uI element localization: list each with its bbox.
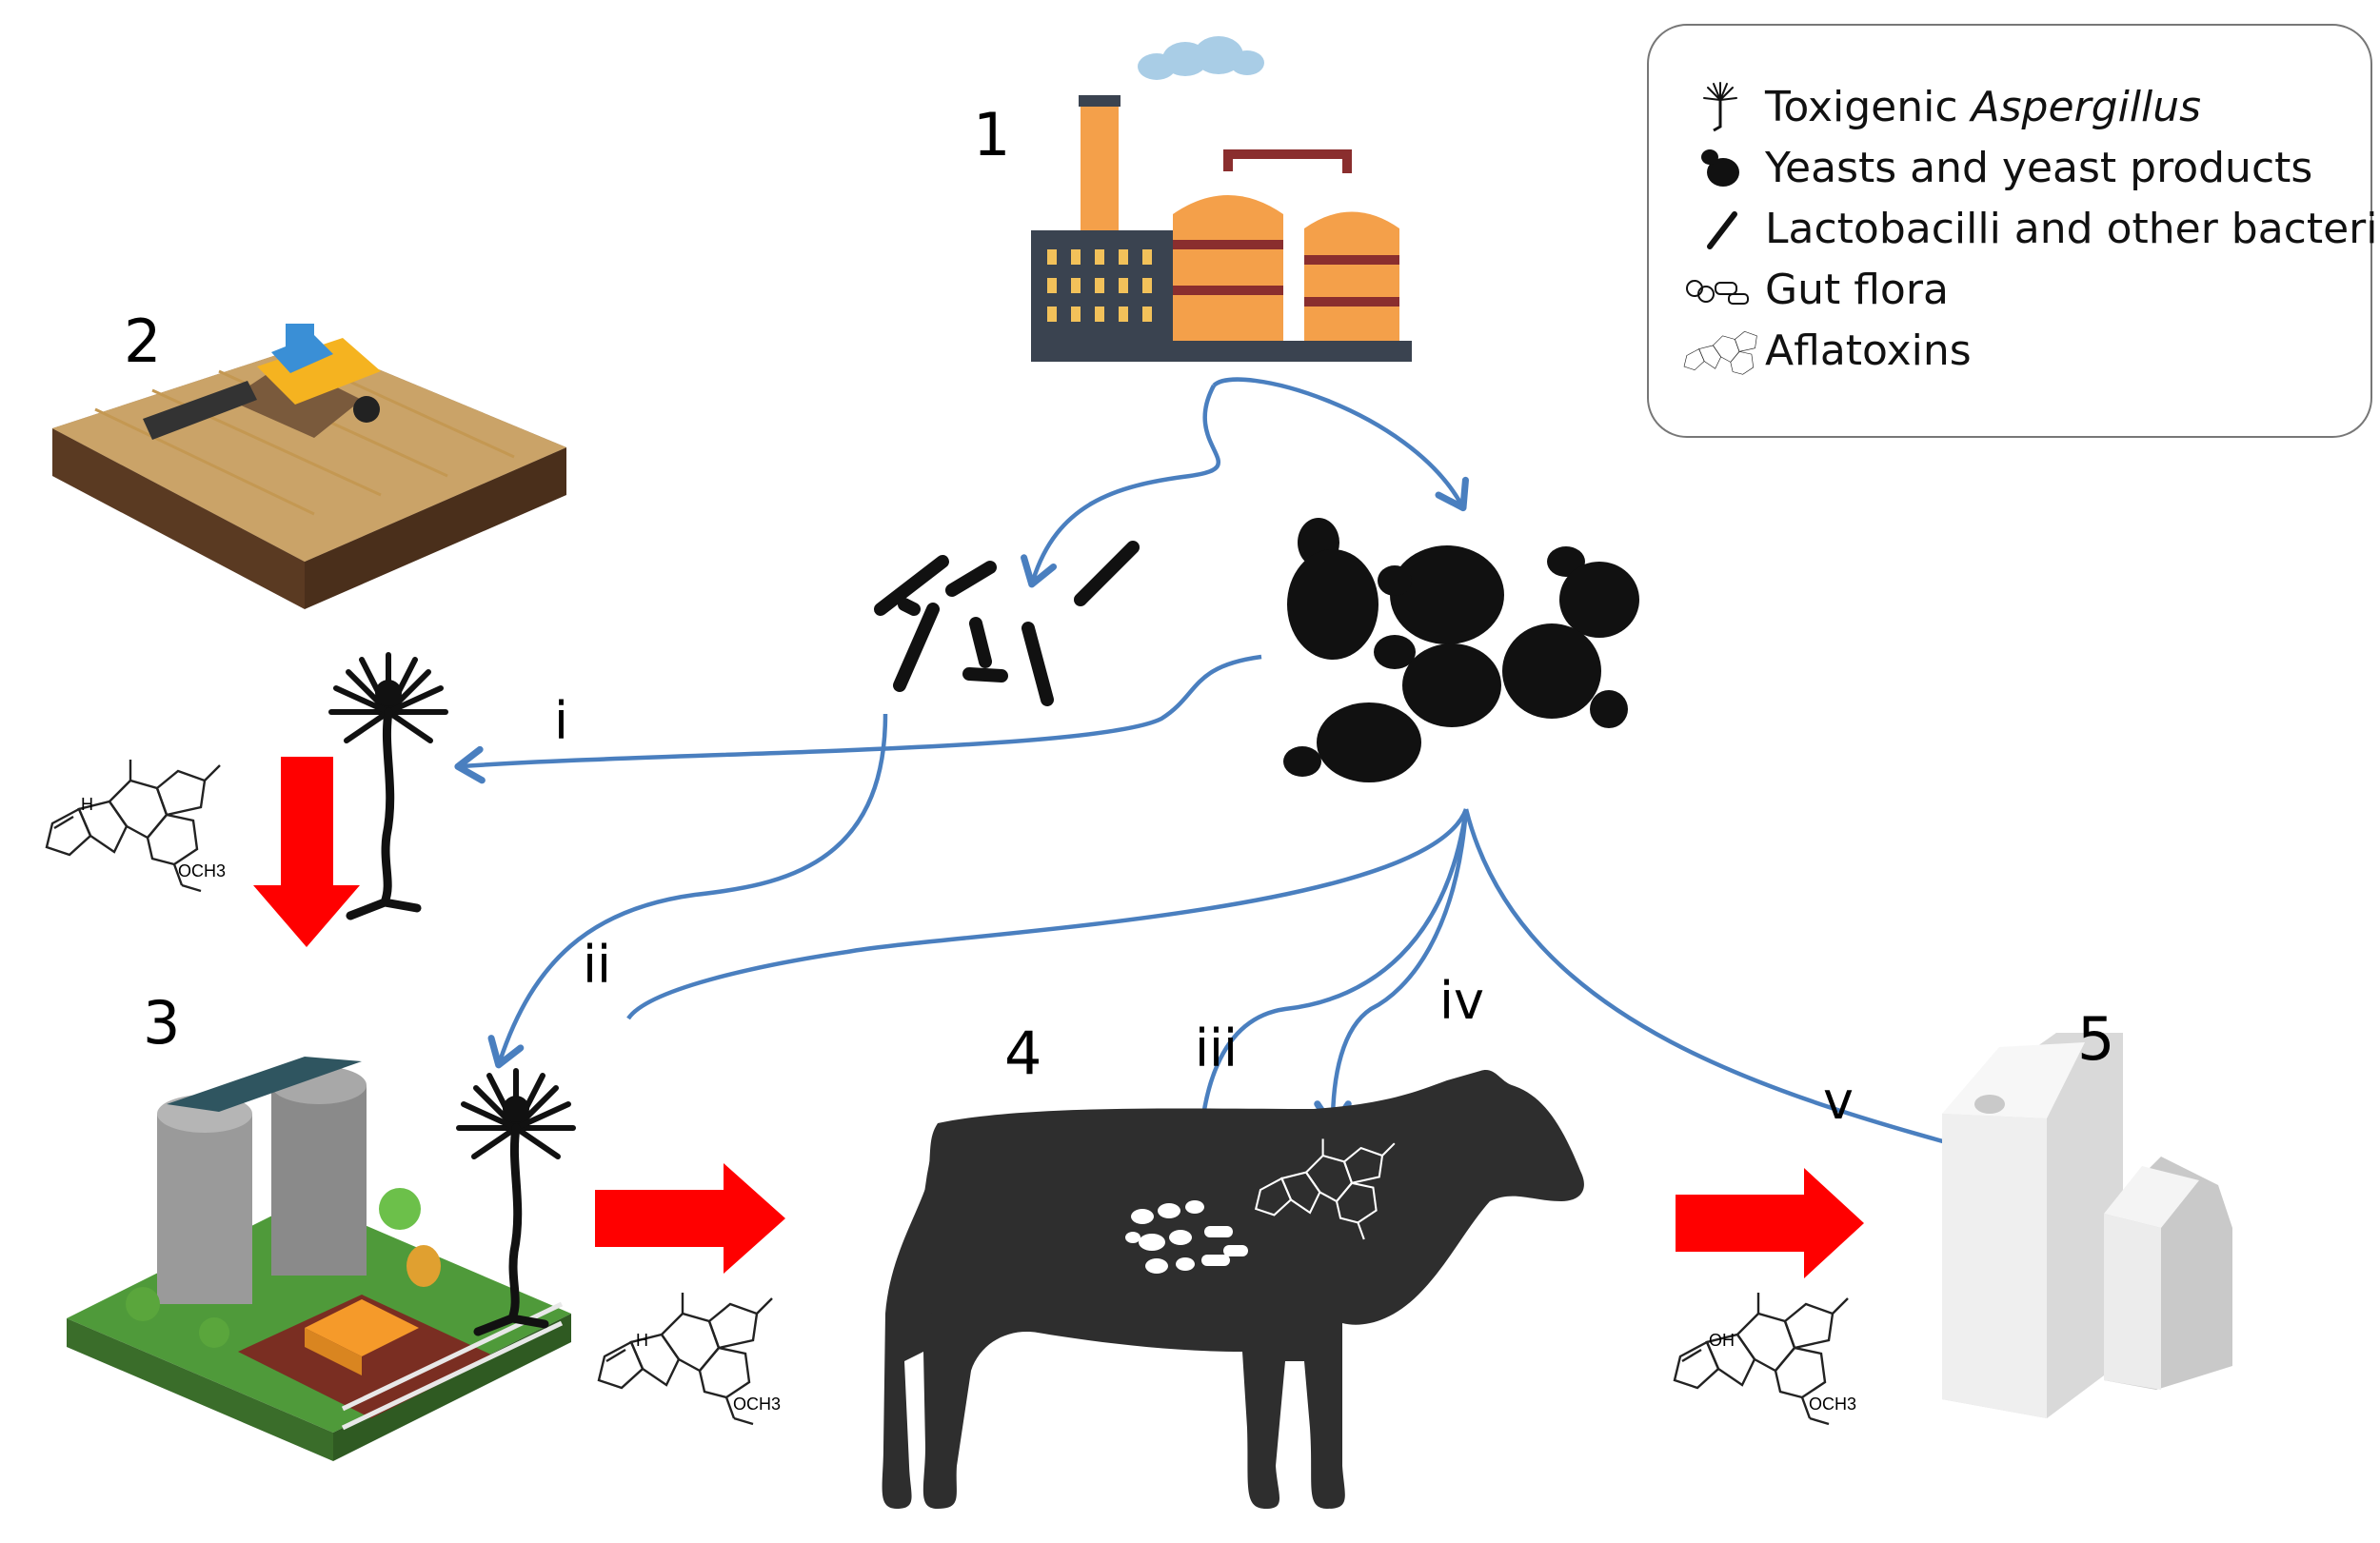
legend-label-yeast: Yeasts and yeast products <box>1765 144 2313 192</box>
legend-item-gut-flora: Gut flora <box>1649 262 2372 319</box>
stage-number-1: 1 <box>973 100 1011 169</box>
factory-illustration <box>1031 36 1412 362</box>
flow-arrow-right-2 <box>1676 1168 1864 1278</box>
cow-silhouette <box>882 1069 1584 1509</box>
route-arrows <box>454 377 2040 1179</box>
legend-label-bacteria: Lactobacilli and other bacteria <box>1765 205 2380 253</box>
yeast-cluster <box>1283 518 1639 782</box>
milk-cartons-illustration <box>1942 1033 2232 1418</box>
aflatoxin-molecule-3 <box>1254 1138 1396 1240</box>
aflatoxin-molecule-icon <box>1683 330 1757 375</box>
stage-number-3: 3 <box>143 988 181 1058</box>
harvest-field-illustration <box>52 324 566 609</box>
molecule-1-och3: OCH3 <box>178 861 227 880</box>
molecule-2-och3: OCH3 <box>733 1395 782 1414</box>
stage-number-2: 2 <box>124 307 162 376</box>
gut-flora-pellets <box>1125 1200 1248 1274</box>
bacteria-cluster <box>874 541 1140 706</box>
gut-flora-icon <box>1686 280 1749 305</box>
stage-number-5: 5 <box>2077 1004 2115 1074</box>
legend-label-aspergillus: Toxigenic Aspergillus <box>1765 83 2202 131</box>
molecule-1-h: H <box>81 795 93 814</box>
route-label-ii: ii <box>583 935 612 995</box>
farm-illustration <box>67 1057 571 1461</box>
route-label-iii: iii <box>1195 1019 1239 1078</box>
flow-arrow-right-1 <box>595 1163 785 1274</box>
stage-number-4: 4 <box>1004 1019 1042 1088</box>
aspergillus-2 <box>456 1068 576 1332</box>
flow-arrow-down <box>253 757 360 947</box>
route-label-iv: iv <box>1439 971 1484 1031</box>
bacterium-icon <box>1707 211 1737 249</box>
legend-item-bacteria: Lactobacilli and other bacteria <box>1649 201 2380 258</box>
route-label-v: v <box>1823 1071 1854 1131</box>
legend-item-yeast: Yeasts and yeast products <box>1649 140 2372 197</box>
yeast-icon <box>1701 149 1739 187</box>
molecule-4-och3: OCH3 <box>1809 1395 1857 1414</box>
legend-box: Toxigenic Aspergillus Yeasts and yeast p… <box>1647 24 2380 438</box>
legend-label-gut-flora: Gut flora <box>1765 266 1949 314</box>
aspergillus-icon <box>1703 82 1737 132</box>
molecule-2-h: H <box>636 1331 648 1350</box>
molecule-4-oh: OH <box>1709 1331 1735 1350</box>
legend-label-aflatoxins: Aflatoxins <box>1765 326 1972 375</box>
route-label-i: i <box>554 691 569 751</box>
aspergillus-1 <box>328 652 448 916</box>
legend-item-aflatoxins: Aflatoxins <box>1649 323 2372 380</box>
legend-item-aspergillus: Toxigenic Aspergillus <box>1649 79 2372 136</box>
